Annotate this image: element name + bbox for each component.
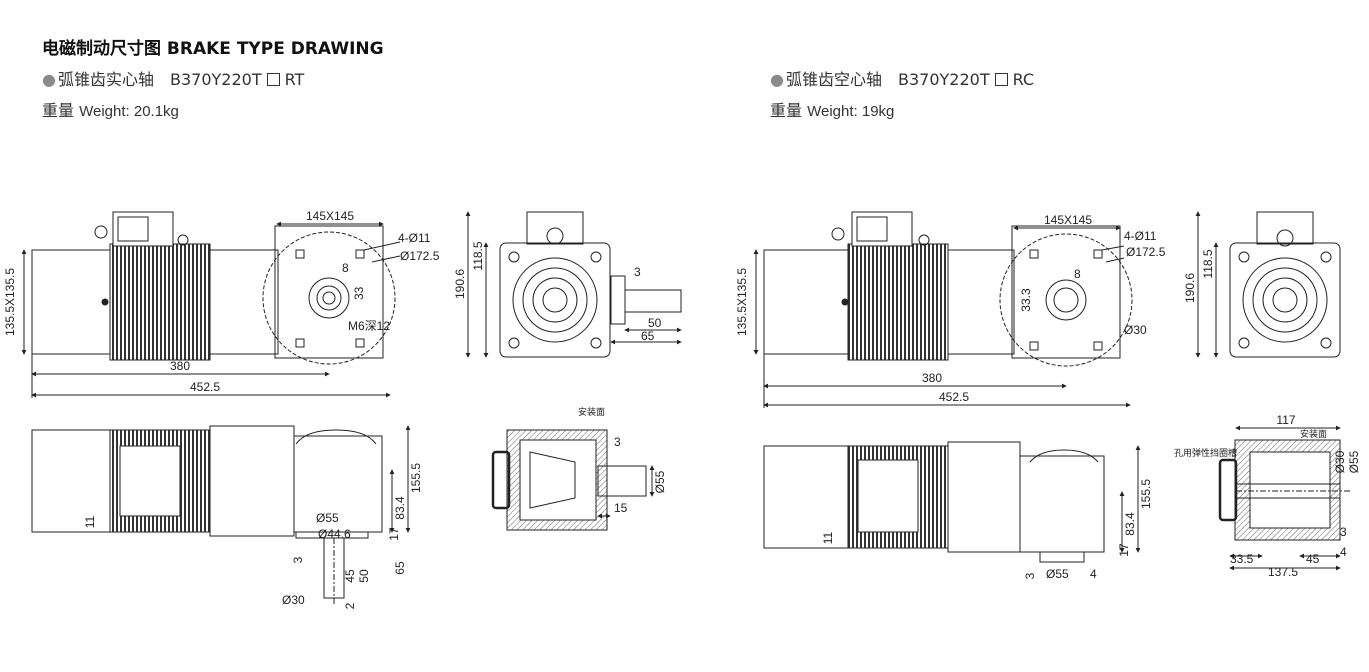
dim-section-15: 15: [614, 501, 628, 515]
dim-plan-17: 17: [1117, 543, 1131, 557]
checkbox-square-icon: [266, 73, 280, 86]
dim-height-190: 190.6: [1183, 273, 1197, 303]
dim-length-452: 452.5: [939, 390, 969, 404]
weight-value: Weight: 19kg: [807, 103, 895, 120]
bullet-icon: ●: [770, 70, 784, 89]
dim-plan-2: 2: [343, 602, 357, 609]
dim-end-offset: 3: [634, 265, 641, 279]
dim-plan-155: 155.5: [1139, 479, 1153, 509]
dim-section-4: 4: [1340, 545, 1347, 559]
dim-plan-d55: Ø55: [1046, 567, 1069, 581]
weight-label: 重量: [770, 101, 803, 120]
dim-plan-d55: Ø55: [316, 511, 339, 525]
dim-height-118: 118.5: [1201, 249, 1215, 278]
dim-plan-155: 155.5: [409, 463, 423, 493]
rt-plan-view: [31, 425, 411, 606]
dim-key-height: 33.3: [1019, 288, 1033, 312]
dim-length-452: 452.5: [190, 380, 220, 394]
dim-plan-3: 3: [1023, 572, 1037, 579]
dim-section-d55: Ø55: [653, 470, 667, 493]
dim-tap: M6深12: [348, 319, 390, 333]
dim-holes: 4-Ø11: [398, 231, 431, 245]
model-suffix: RC: [1012, 70, 1035, 89]
weight-label: 重量: [42, 101, 75, 120]
weight-value: Weight: 20.1kg: [79, 103, 179, 120]
dim-section-137: 137.5: [1268, 565, 1298, 579]
rc-end-view: [1195, 211, 1341, 358]
rc-side-view: [753, 211, 1133, 408]
dim-flange: 145X145: [1044, 213, 1092, 227]
dim-body-square: 135.5X135.5: [3, 268, 17, 336]
dim-plan-11: 11: [821, 531, 835, 544]
dim-length-380: 380: [922, 371, 942, 385]
dim-snap-ring-groove: 孔用弹性挡圈槽: [1174, 447, 1237, 458]
variant-right-model-line: ●弧锥齿空心轴 B370Y220T RC: [770, 66, 1034, 90]
dim-plan-65: 65: [393, 561, 407, 575]
rt-side-view: [21, 211, 401, 398]
shaft-type-label: 弧锥齿空心轴: [785, 70, 882, 89]
dim-height-190: 190.6: [453, 269, 467, 299]
dim-flange: 145X145: [306, 209, 354, 223]
dim-mount-face: 安装面: [578, 406, 605, 417]
dim-section-117: 117: [1276, 413, 1295, 427]
dim-key-width: 8: [1074, 267, 1081, 281]
bullet-icon: ●: [42, 70, 56, 89]
dim-plan-50: 50: [357, 569, 371, 583]
dim-pcd: Ø172.5: [1126, 245, 1166, 259]
dim-plan-d44: Ø44.6: [318, 527, 351, 541]
dim-length-380: 380: [170, 359, 190, 373]
dim-pcd: Ø172.5: [400, 249, 440, 263]
model-suffix: RT: [284, 70, 305, 89]
dim-section-33: 33.5: [1230, 552, 1254, 566]
dim-mount-face: 安装面: [1300, 428, 1327, 439]
rc-section-view: [1218, 425, 1350, 571]
dim-plan-45: 45: [343, 569, 357, 583]
dim-section-d30: Ø30: [1333, 450, 1347, 473]
dim-bore: Ø30: [1124, 323, 1147, 337]
dim-plan-83: 83.4: [1123, 512, 1137, 536]
checkbox-square-icon: [994, 73, 1008, 86]
model-prefix: B370Y220T: [897, 70, 990, 89]
dim-section-3: 3: [1340, 525, 1347, 539]
variant-left-model-line: ●弧锥齿实心轴 B370Y220T RT: [42, 66, 304, 90]
rc-plan-view: [763, 441, 1141, 563]
dim-holes: 4-Ø11: [1124, 229, 1157, 243]
drawing-title: 电磁制动尺寸图 BRAKE TYPE DRAWING: [42, 39, 384, 59]
dim-plan-11: 11: [83, 515, 97, 528]
dim-body-square: 135.5X135.5: [735, 268, 749, 336]
dim-section-d55: Ø55: [1347, 450, 1361, 473]
rt-section-view: [491, 429, 655, 531]
variant-left-weight: 重量 Weight: 20.1kg: [42, 97, 179, 121]
dim-plan-3: 3: [291, 556, 305, 563]
dim-plan-d30: Ø30: [282, 593, 305, 607]
shaft-type-label: 弧锥齿实心轴: [57, 70, 154, 89]
dim-plan-83: 83.4: [393, 496, 407, 520]
dim-shaft-50: 50: [648, 316, 662, 330]
variant-right-weight: 重量 Weight: 19kg: [770, 97, 894, 121]
dim-plan-4: 4: [1090, 567, 1097, 581]
model-prefix: B370Y220T: [169, 70, 262, 89]
dim-plan-17: 17: [387, 527, 401, 541]
dim-shaft-65: 65: [641, 329, 655, 343]
dim-key-width: 8: [342, 261, 349, 275]
dim-section-45: 45: [1306, 552, 1320, 566]
rt-end-view: [465, 211, 682, 358]
dim-height-118: 118.5: [471, 241, 485, 270]
dim-section-3: 3: [614, 435, 621, 449]
dim-key-height: 33: [352, 286, 366, 300]
